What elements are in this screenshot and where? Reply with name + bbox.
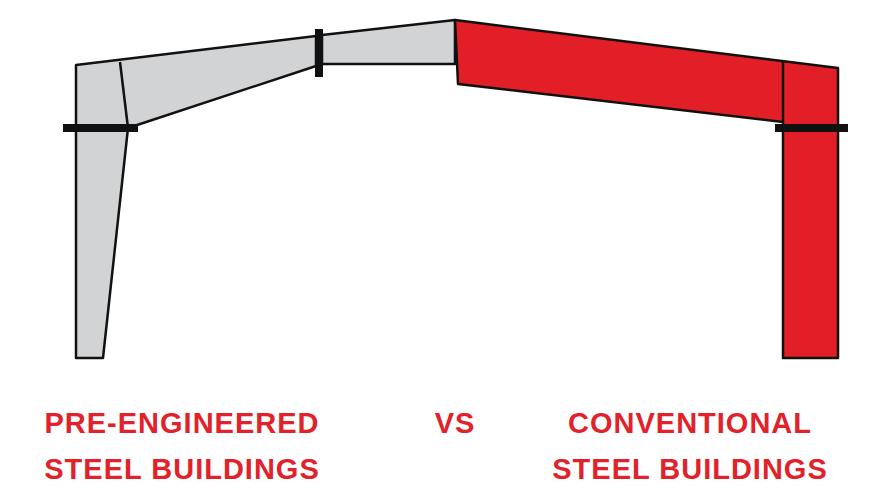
versus-label: VS — [405, 400, 505, 446]
knee-plate — [775, 124, 848, 132]
splice-plate — [315, 29, 323, 77]
tapered-frame — [76, 36, 316, 358]
knee-joint-line — [782, 62, 785, 122]
ridge-rafter — [322, 20, 455, 64]
prismatic-frame — [455, 20, 838, 358]
frame-type-label: PRE-ENGINEERED STEEL BUILDINGS — [12, 400, 352, 492]
knee-plate — [63, 124, 138, 132]
knee-joint-line — [120, 62, 128, 128]
frame-type-label: CONVENTIONAL STEEL BUILDINGS — [522, 400, 858, 492]
